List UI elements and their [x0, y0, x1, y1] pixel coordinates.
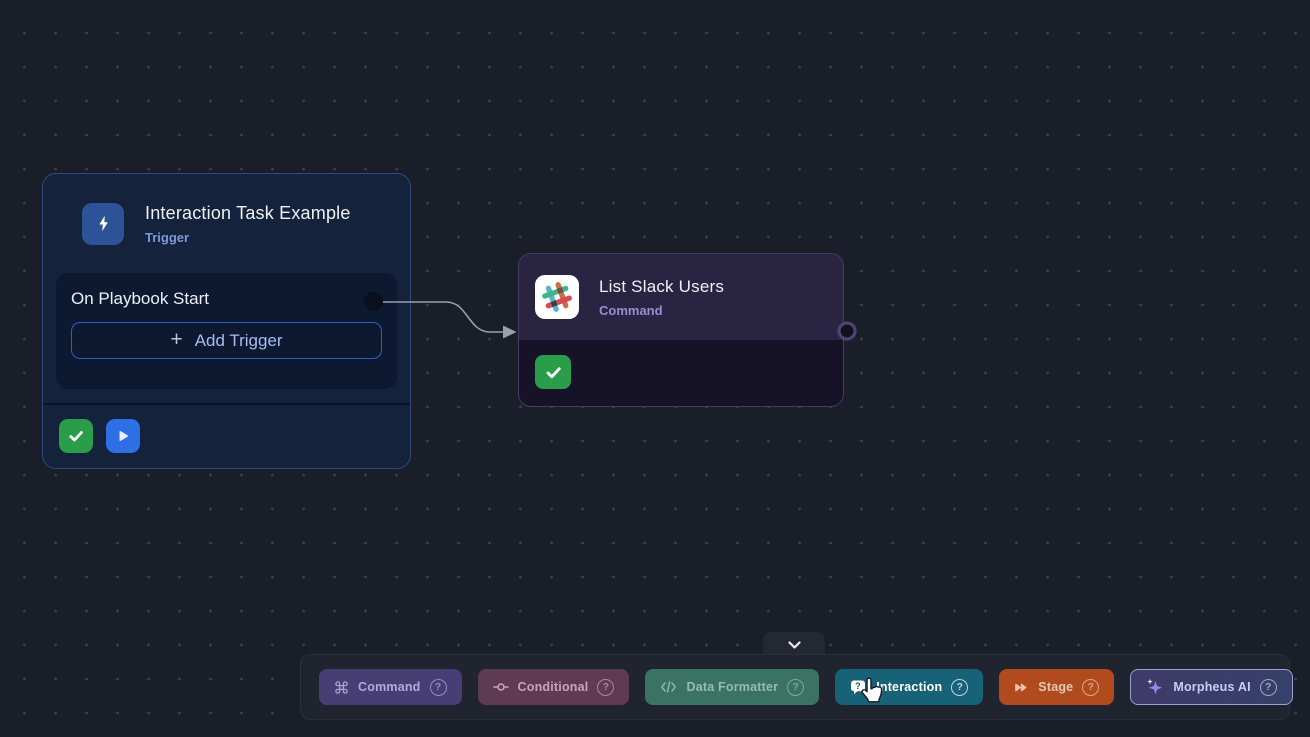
- condition-toggle-icon: [492, 683, 509, 691]
- slack-node-body: [519, 340, 843, 406]
- help-icon[interactable]: ?: [951, 678, 969, 696]
- palette-button-label: Interaction: [876, 680, 943, 694]
- svg-text:?: ?: [855, 681, 861, 691]
- chevron-down-icon: [787, 640, 801, 649]
- run-button[interactable]: [106, 419, 140, 453]
- node-title: Interaction Task Example: [145, 202, 351, 223]
- node-subtitle: Command: [599, 302, 663, 318]
- palette-button-label: Command: [358, 680, 421, 694]
- chat-question-bubble-icon: ?: [851, 680, 866, 694]
- help-icon[interactable]: ?: [787, 678, 805, 696]
- trigger-output-port[interactable]: [364, 292, 383, 311]
- lightning-bolt-icon: [82, 202, 124, 245]
- palette-morpheus-ai-button[interactable]: Morpheus AI ?: [1130, 669, 1293, 705]
- palette-interaction-button[interactable]: ? Interaction ?: [835, 669, 984, 705]
- palette-button-label: Data Formatter: [686, 680, 779, 694]
- help-icon[interactable]: ?: [1259, 678, 1277, 696]
- check-button[interactable]: [535, 355, 571, 389]
- plus-icon: +: [170, 328, 183, 351]
- check-icon: [69, 431, 83, 442]
- check-button[interactable]: [59, 419, 93, 453]
- trigger-node[interactable]: Interaction Task Example Trigger On Play…: [42, 173, 411, 469]
- double-chevron-right-icon: [1015, 683, 1027, 691]
- node-footer-divider: [43, 403, 410, 405]
- edge-arrowhead: [503, 325, 517, 339]
- slack-command-node[interactable]: List Slack Users Command: [518, 253, 844, 407]
- palette-stage-button[interactable]: Stage ?: [999, 669, 1115, 705]
- add-trigger-label: Add Trigger: [194, 330, 283, 350]
- slack-icon: [535, 275, 579, 319]
- node-title: List Slack Users: [599, 276, 725, 296]
- command-key-icon: [335, 680, 348, 694]
- palette-button-label: Morpheus AI: [1173, 680, 1251, 694]
- slack-node-titles: List Slack Users Command: [599, 277, 724, 318]
- help-icon[interactable]: ?: [597, 678, 615, 696]
- trigger-node-titles: Interaction Task Example Trigger: [145, 203, 351, 245]
- slack-node-header: List Slack Users Command: [519, 254, 843, 340]
- trigger-row-label: On Playbook Start: [71, 289, 209, 308]
- sparkles-icon: [1147, 678, 1163, 695]
- add-trigger-button[interactable]: + Add Trigger: [71, 322, 382, 359]
- palette-button-label: Stage: [1038, 680, 1074, 694]
- help-icon[interactable]: ?: [1082, 678, 1100, 696]
- node-palette-dock: Command ? Conditional ? Data Formatter ?…: [300, 654, 1293, 720]
- dock-collapse-button[interactable]: [763, 632, 825, 658]
- palette-command-button[interactable]: Command ?: [319, 669, 462, 705]
- check-icon: [546, 366, 561, 378]
- palette-conditional-button[interactable]: Conditional ?: [477, 669, 630, 705]
- code-tags-icon: [661, 681, 677, 693]
- trigger-node-footer: [43, 405, 410, 468]
- palette-button-label: Conditional: [517, 680, 589, 694]
- play-icon: [119, 431, 128, 441]
- node-subtitle: Trigger: [145, 229, 190, 245]
- trigger-node-header: Interaction Task Example Trigger: [43, 174, 410, 273]
- help-icon[interactable]: ?: [429, 678, 447, 696]
- trigger-panel: On Playbook Start + Add Trigger: [56, 273, 397, 389]
- palette-data-formatter-button[interactable]: Data Formatter ?: [645, 669, 820, 705]
